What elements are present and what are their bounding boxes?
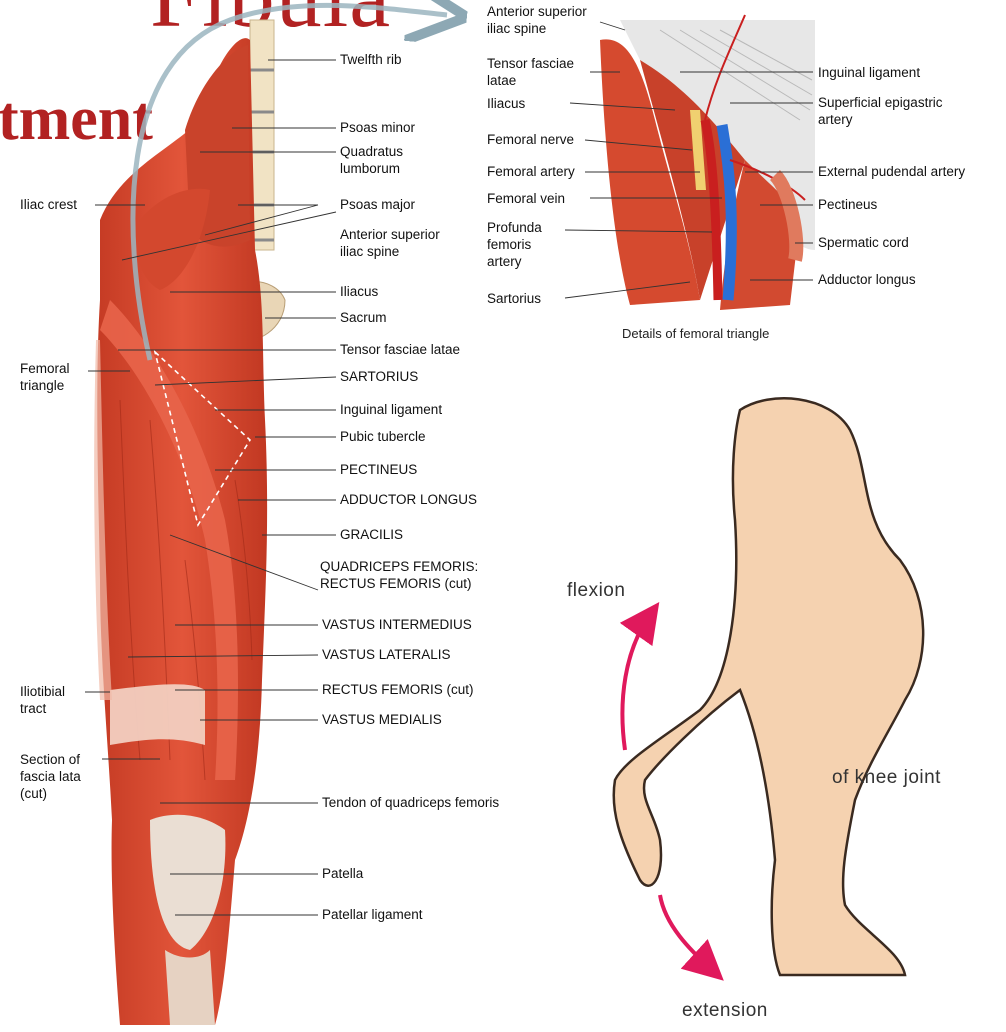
ft-label-tensor-fasciae-latae: Tensor fasciae latae bbox=[487, 55, 574, 89]
label-iliotibial-tract: Iliotibial tract bbox=[20, 683, 65, 717]
label-anterior-superior-iliac-spine: Anterior superior iliac spine bbox=[340, 226, 440, 260]
label-vastus-medialis: VASTUS MEDIALIS bbox=[322, 711, 442, 728]
ft-label-spermatic-cord: Spermatic cord bbox=[818, 234, 909, 251]
label-inguinal-ligament: Inguinal ligament bbox=[340, 401, 442, 418]
ft-label-anterior-superior-iliac-spine: Anterior superior iliac spine bbox=[487, 3, 587, 37]
label-iliac-crest: Iliac crest bbox=[20, 196, 77, 213]
label-pubic-tubercle: Pubic tubercle bbox=[340, 428, 426, 445]
leg-flexion-drawing bbox=[614, 398, 923, 975]
ft-label-profunda-femoris-artery: Profunda femoris artery bbox=[487, 219, 542, 270]
extension-arrow bbox=[660, 895, 712, 970]
label-quadriceps-rectus-femoris: QUADRICEPS FEMORIS: RECTUS FEMORIS (cut) bbox=[320, 558, 478, 592]
label-adductor-longus: ADDUCTOR LONGUS bbox=[340, 491, 477, 508]
knee-joint-label: of knee joint bbox=[832, 767, 941, 789]
ft-label-femoral-vein: Femoral vein bbox=[487, 190, 565, 207]
ft-label-iliacus: Iliacus bbox=[487, 95, 525, 112]
label-patellar-ligament: Patellar ligament bbox=[322, 906, 423, 923]
extension-label: extension bbox=[682, 1000, 768, 1022]
label-sacrum: Sacrum bbox=[340, 309, 387, 326]
ft-label-adductor-longus: Adductor longus bbox=[818, 271, 916, 288]
flexion-label: flexion bbox=[567, 580, 625, 602]
label-gracilis: GRACILIS bbox=[340, 526, 403, 543]
label-psoas-major: Psoas major bbox=[340, 196, 415, 213]
label-iliacus: Iliacus bbox=[340, 283, 378, 300]
femoral-triangle-drawing bbox=[600, 15, 815, 310]
label-pectineus: PECTINEUS bbox=[340, 461, 417, 478]
flexion-arrow bbox=[622, 615, 650, 750]
ft-label-sartorius: Sartorius bbox=[487, 290, 541, 307]
label-tendon-quadriceps: Tendon of quadriceps femoris bbox=[322, 794, 499, 811]
label-patella: Patella bbox=[322, 865, 363, 882]
label-psoas-minor: Psoas minor bbox=[340, 119, 415, 136]
ft-label-superficial-epigastric-artery: Superficial epigastric artery bbox=[818, 94, 943, 128]
ft-label-external-pudendal-artery: External pudendal artery bbox=[818, 163, 965, 180]
ft-label-femoral-artery: Femoral artery bbox=[487, 163, 575, 180]
label-quadratus-lumborum: Quadratus lumborum bbox=[340, 143, 403, 177]
ft-label-pectineus: Pectineus bbox=[818, 196, 877, 213]
label-vastus-intermedius: VASTUS INTERMEDIUS bbox=[322, 616, 472, 633]
label-rectus-femoris-cut: RECTUS FEMORIS (cut) bbox=[322, 681, 474, 698]
label-sartorius: SARTORIUS bbox=[340, 368, 418, 385]
label-tensor-fasciae-latae: Tensor fasciae latae bbox=[340, 341, 460, 358]
label-femoral-triangle: Femoral triangle bbox=[20, 360, 70, 394]
femoral-triangle-caption: Details of femoral triangle bbox=[622, 326, 769, 341]
label-section-fascia-lata: Section of fascia lata (cut) bbox=[20, 751, 81, 802]
label-vastus-lateralis: VASTUS LATERALIS bbox=[322, 646, 451, 663]
ft-label-inguinal-ligament: Inguinal ligament bbox=[818, 64, 920, 81]
ft-label-femoral-nerve: Femoral nerve bbox=[487, 131, 574, 148]
label-twelfth-rib: Twelfth rib bbox=[340, 51, 402, 68]
